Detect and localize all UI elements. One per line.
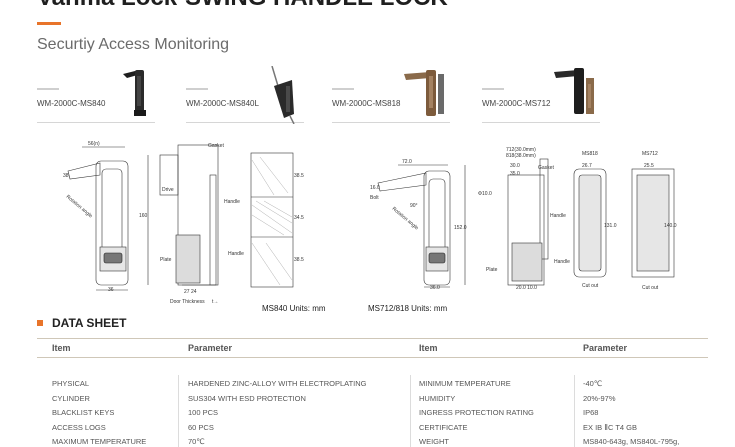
drawing-dim-top: 72.0 [402, 159, 412, 165]
table-row: CYLINDER SUS304 WITH ESD PROTECTION HUMI… [52, 394, 616, 403]
cut818-width: 26.7 [582, 163, 592, 169]
drawing-top-label-712: 712(30.0mm) [506, 147, 536, 153]
units-ms840: MS840 Units: mm [262, 304, 326, 313]
cut712-height: 140.0 [664, 223, 677, 229]
ms818-label: MS818 [582, 151, 598, 157]
product-image-ms840l [271, 66, 295, 124]
product-image-ms818 [404, 70, 444, 116]
drawing-dim-b: 35.0 [510, 171, 520, 177]
cutout-label-712: Cut out [642, 285, 659, 291]
drawing-angle: 90° [410, 203, 418, 209]
drawing-plate-label: Plate [160, 257, 172, 263]
drawing-bottom-dims: 20.0 10.0 [516, 285, 537, 291]
product-card-ms840: WM-2000C-MS840 [37, 66, 167, 124]
drawing-drive-label: Drive [162, 187, 174, 193]
drawing-dim-bottom: 36 [108, 287, 114, 293]
drawing-handle2-label: Handle [228, 251, 244, 257]
drawing-dim-top: 56(n) [88, 141, 100, 147]
drawing-handle2-label: Handle [554, 259, 570, 265]
drawing-bottom-dims: 27 24 [184, 289, 197, 295]
drawing-bolt-label: Bolt [370, 195, 379, 201]
drawing-top-label-818: 818(38.0mm) [506, 153, 536, 159]
cut712-width: 25.5 [644, 163, 654, 169]
ms712-label: MS712 [642, 151, 658, 157]
technical-drawing-ms840: 56(n) 38 160 36 Rotation angle Gasket Dr… [63, 141, 304, 305]
drawing-dim-height: 152.0 [454, 225, 467, 231]
drawing-plate-label: Plate [486, 267, 498, 273]
drawing-dim-a: 30.0 [510, 163, 520, 169]
drawing-gasket-label: Gasket [538, 165, 554, 171]
table-header-parameter-1: Parameter [188, 343, 233, 353]
drawing-handle-label: Handle [550, 213, 566, 219]
product-model-label: WM-2000C-MS840L [186, 99, 259, 108]
cutout-dim-2: 34.5 [294, 215, 304, 221]
table-row: BLACKLIST KEYS 100 PCS INGRESS PROTECTIO… [52, 408, 599, 417]
cutout-dim-3: 38.5 [294, 257, 304, 263]
product-model-label: WM-2000C-MS840 [37, 99, 106, 108]
drawing-handle-label: Handle [224, 199, 240, 205]
drawing-rotation-label: Rotation angle [391, 206, 420, 231]
drawing-dim-left: Φ10.0 [478, 191, 492, 197]
product-model-label: WM-2000C-MS818 [332, 99, 401, 108]
table-header-item-1: Item [52, 343, 71, 353]
title-accent-bar [37, 22, 61, 25]
drawing-dim-side: 16.0 [370, 185, 380, 191]
page-subtitle: Securtiy Access Monitoring [37, 36, 230, 53]
table-row: PHYSICAL HARDENED ZINC-ALLOY WITH ELECTR… [52, 379, 603, 388]
page-title: Vanma Lock-SWING HANDLE LOCK [37, 0, 448, 12]
product-card-ms840l: WM-2000C-MS840L [186, 66, 316, 124]
product-image-ms712 [554, 68, 594, 114]
product-card-ms818: WM-2000C-MS818 [332, 66, 462, 124]
table-row: ACCESS LOGS 60 PCS CERTIFICATE EX IB ⅡC … [52, 423, 637, 432]
cut818-height: 131.0 [604, 223, 617, 229]
cutout-label-818: Cut out [582, 283, 599, 289]
technical-drawing-ms712-818: 72.0 16.0 Bolt Φ10.0 152.0 36.0 Rotation… [370, 147, 677, 291]
data-sheet-title: DATA SHEET [52, 316, 127, 330]
drawing-rotation-label: Rotation angle [65, 194, 94, 219]
drawing-dim-side: 38 [63, 173, 69, 179]
data-sheet-marker [37, 320, 43, 326]
table-header-item-2: Item [419, 343, 438, 353]
units-ms712-818: MS712/818 Units: mm [368, 304, 448, 313]
drawing-dim-bottom: 36.0 [430, 285, 440, 291]
drawing-gasket-label: Gasket [208, 143, 224, 149]
product-card-ms712: WM-2000C-MS712 [482, 66, 612, 124]
cutout-dim-1: 38.5 [294, 173, 304, 179]
drawing-dim-height: 160 [139, 213, 148, 219]
door-thickness-label: Door Thickness [170, 299, 205, 305]
table-header-parameter-2: Parameter [583, 343, 628, 353]
product-model-label: WM-2000C-MS712 [482, 99, 551, 108]
table-row: MAXIMUM TEMPERATURE 70℃ WEIGHT MS840-643… [52, 437, 680, 446]
product-image-ms840 [123, 70, 146, 116]
door-thickness-symbol: t→ [212, 299, 218, 305]
